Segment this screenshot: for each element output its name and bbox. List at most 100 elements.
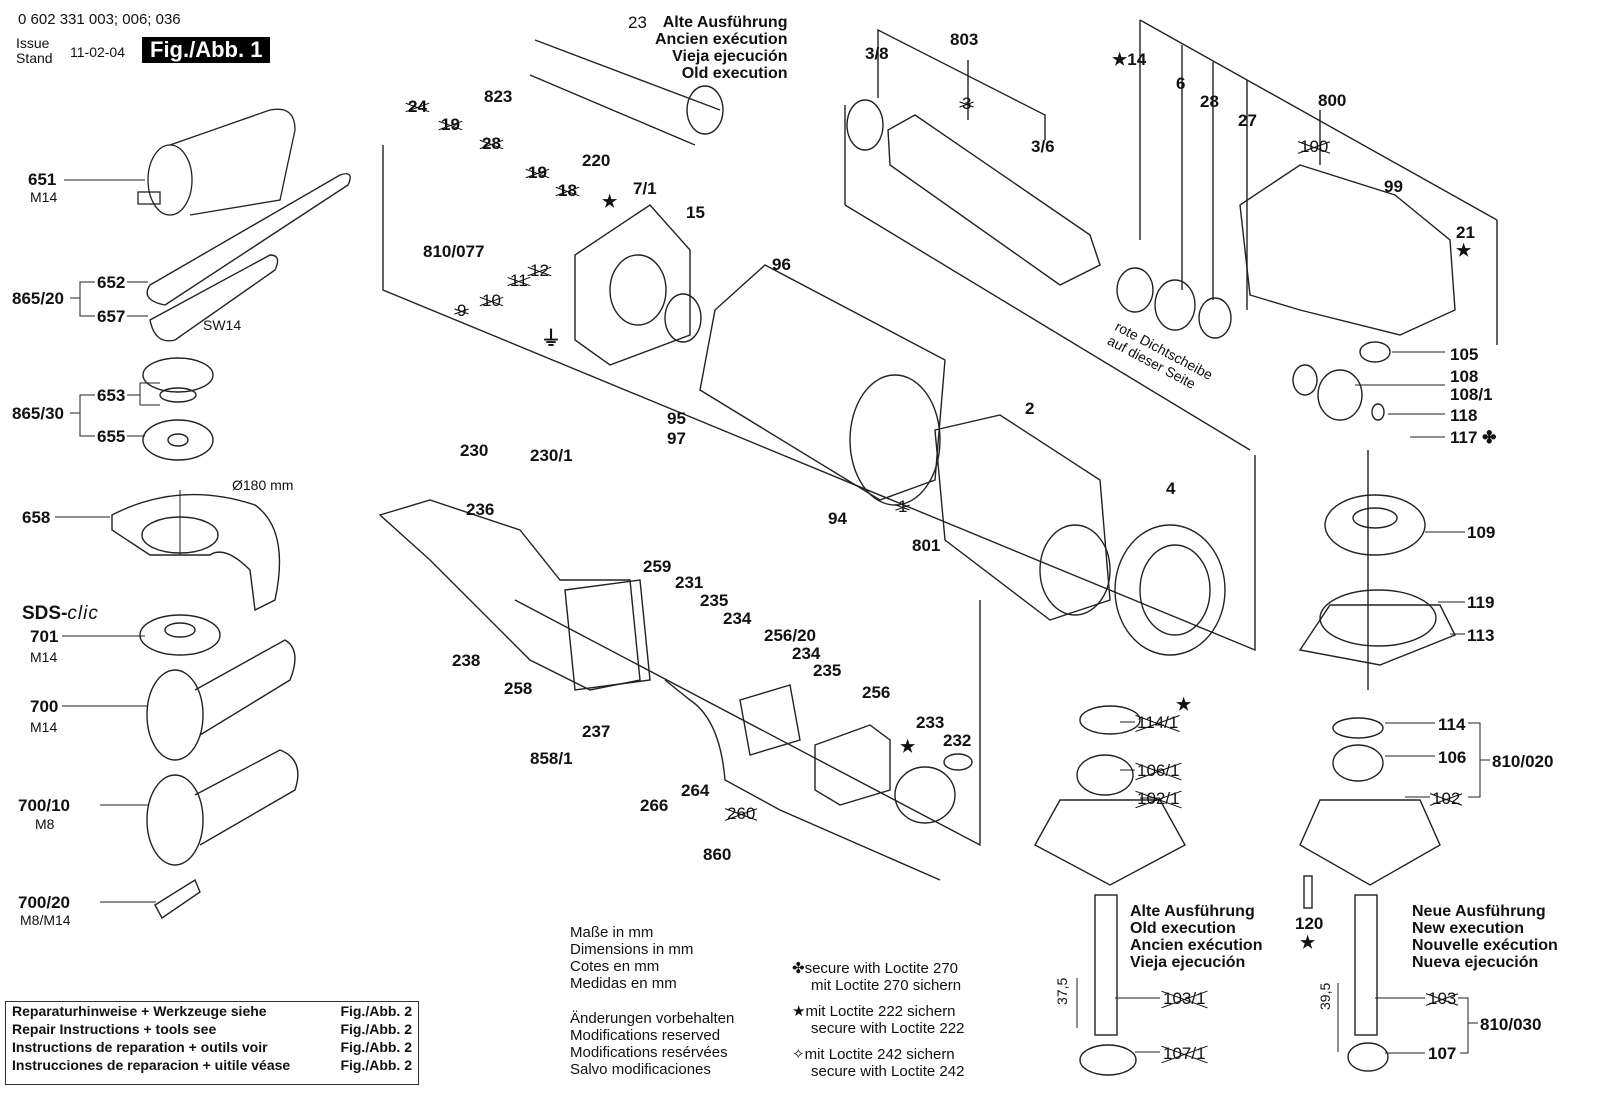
guard-diameter: Ø180 mm — [232, 477, 294, 493]
part-220[interactable]: 220 — [582, 151, 611, 170]
part-657[interactable]: 657 — [97, 307, 126, 326]
part-259[interactable]: 259 — [643, 557, 672, 576]
part-108[interactable]: 108 — [1450, 367, 1479, 386]
part-803[interactable]: 803 — [950, 30, 979, 49]
part-19a[interactable]: 19 — [441, 115, 460, 134]
part-7-1[interactable]: 7/1 — [633, 179, 657, 198]
part-28[interactable]: 28 — [1200, 92, 1219, 111]
part-114-1[interactable]: 114/1 — [1137, 713, 1179, 732]
part-95[interactable]: 95 — [667, 409, 686, 428]
part-800[interactable]: 800 — [1318, 91, 1347, 110]
part-107-1[interactable]: 107/1 — [1163, 1044, 1206, 1063]
part-94[interactable]: 94 — [828, 509, 847, 528]
part-113[interactable]: 113 — [1467, 626, 1495, 645]
part-810-077[interactable]: 810/077 — [423, 242, 485, 261]
part-97[interactable]: 97 — [667, 429, 686, 448]
part-group-810-020[interactable]: 810/020 — [1492, 752, 1554, 771]
part-99[interactable]: 99 — [1384, 177, 1403, 196]
part-701[interactable]: 701 — [30, 627, 59, 646]
part-120[interactable]: 120 — [1295, 914, 1324, 933]
part-232[interactable]: 232 — [943, 731, 972, 750]
part-258[interactable]: 258 — [504, 679, 533, 698]
part-2[interactable]: 2 — [1025, 399, 1035, 418]
part-102[interactable]: 102 — [1432, 789, 1461, 808]
part-14[interactable]: ★14 — [1112, 51, 1146, 68]
part-266[interactable]: 266 — [640, 796, 669, 815]
part-823[interactable]: 823 — [484, 87, 513, 106]
part-109[interactable]: 109 — [1467, 523, 1496, 542]
part-103[interactable]: 103 — [1428, 989, 1457, 1008]
part-3-6[interactable]: 3/6 — [1031, 137, 1055, 156]
part-652[interactable]: 652 — [97, 273, 126, 292]
part-18[interactable]: 18 — [558, 181, 577, 200]
part-108-1[interactable]: 108/1 — [1450, 385, 1493, 404]
part-700-10[interactable]: 700/10 — [18, 796, 70, 815]
part-24[interactable]: 24 — [408, 97, 427, 116]
part-group-865-30[interactable]: 865/30 — [12, 404, 64, 423]
part-801[interactable]: 801 — [912, 536, 941, 555]
part-6[interactable]: 6 — [1176, 74, 1186, 93]
part-3[interactable]: 3 — [962, 94, 972, 113]
part-103-1[interactable]: 103/1 — [1163, 989, 1206, 1008]
part-260[interactable]: 260 — [727, 804, 756, 823]
part-653[interactable]: 653 — [97, 386, 126, 405]
part-106-1[interactable]: 106/1 — [1137, 761, 1180, 780]
part-119[interactable]: 119 — [1467, 593, 1495, 612]
part-group-810-030[interactable]: 810/030 — [1480, 1015, 1542, 1034]
part-15[interactable]: 15 — [686, 203, 705, 222]
part-117[interactable]: 117 ✤ — [1450, 429, 1496, 446]
part-19b[interactable]: 19 — [528, 163, 547, 182]
repair-row[interactable]: Instrucciones de reparacion + uitile véa… — [6, 1056, 418, 1074]
part-105[interactable]: 105 — [1450, 345, 1479, 364]
part-10[interactable]: 10 — [482, 291, 501, 310]
part-234-a[interactable]: 234 — [723, 609, 752, 628]
part-3-8[interactable]: 3/8 — [865, 44, 889, 63]
part-658[interactable]: 658 — [22, 508, 51, 527]
part-655[interactable]: 655 — [97, 427, 126, 446]
part-27[interactable]: 27 — [1238, 111, 1257, 130]
part-96[interactable]: 96 — [772, 255, 791, 274]
part-700[interactable]: 700 — [30, 697, 59, 716]
part-118[interactable]: 118 — [1450, 406, 1478, 425]
part-238[interactable]: 238 — [452, 651, 481, 670]
note-line: Old execution — [1130, 920, 1236, 937]
part-106[interactable]: 106 — [1438, 748, 1467, 767]
part-651[interactable]: 651 — [28, 170, 57, 189]
repair-ref[interactable]: Fig./Abb. 2 — [340, 1039, 412, 1055]
part-236[interactable]: 236 — [466, 500, 495, 519]
part-230[interactable]: 230 — [460, 441, 489, 460]
part-256-20[interactable]: 256/20 — [764, 626, 816, 645]
part-230-1[interactable]: 230/1 — [530, 446, 573, 465]
part-231[interactable]: 231 — [675, 573, 704, 592]
repair-ref[interactable]: Fig./Abb. 2 — [340, 1057, 412, 1073]
part-100[interactable]: 100 — [1300, 137, 1329, 156]
star-icon: ★ — [792, 1003, 806, 1020]
repair-ref[interactable]: Fig./Abb. 2 — [340, 1003, 412, 1019]
part-235-b[interactable]: 235 — [813, 661, 842, 680]
part-107[interactable]: 107 — [1428, 1044, 1457, 1063]
part-233[interactable]: 233 — [916, 713, 945, 732]
repair-ref[interactable]: Fig./Abb. 2 — [340, 1021, 412, 1037]
part-11[interactable]: 11 — [510, 271, 528, 290]
part-264[interactable]: 264 — [681, 781, 710, 800]
part-235-a[interactable]: 235 — [700, 591, 729, 610]
part-28-spring[interactable]: 28 — [482, 134, 501, 153]
part-700-20[interactable]: 700/20 — [18, 893, 70, 912]
part-102-1[interactable]: 102/1 — [1137, 789, 1180, 808]
part-12[interactable]: 12 — [530, 261, 549, 280]
repair-row[interactable]: Instructions de reparation + outils voir… — [6, 1038, 418, 1056]
part-234-b[interactable]: 234 — [792, 644, 821, 663]
part-9[interactable]: 9 — [457, 301, 467, 320]
part-23[interactable]: 23 — [628, 13, 647, 32]
part-group-860[interactable]: 860 — [703, 845, 732, 864]
part-1[interactable]: 1 — [898, 497, 908, 516]
part-858-1[interactable]: 858/1 — [530, 749, 573, 768]
part-group-865-20[interactable]: 865/20 — [12, 289, 64, 308]
part-256[interactable]: 256 — [862, 683, 891, 702]
part-114[interactable]: 114 — [1438, 715, 1466, 734]
part-4[interactable]: 4 — [1166, 479, 1176, 498]
part-237[interactable]: 237 — [582, 722, 611, 741]
part-21[interactable]: 21 — [1456, 223, 1475, 242]
